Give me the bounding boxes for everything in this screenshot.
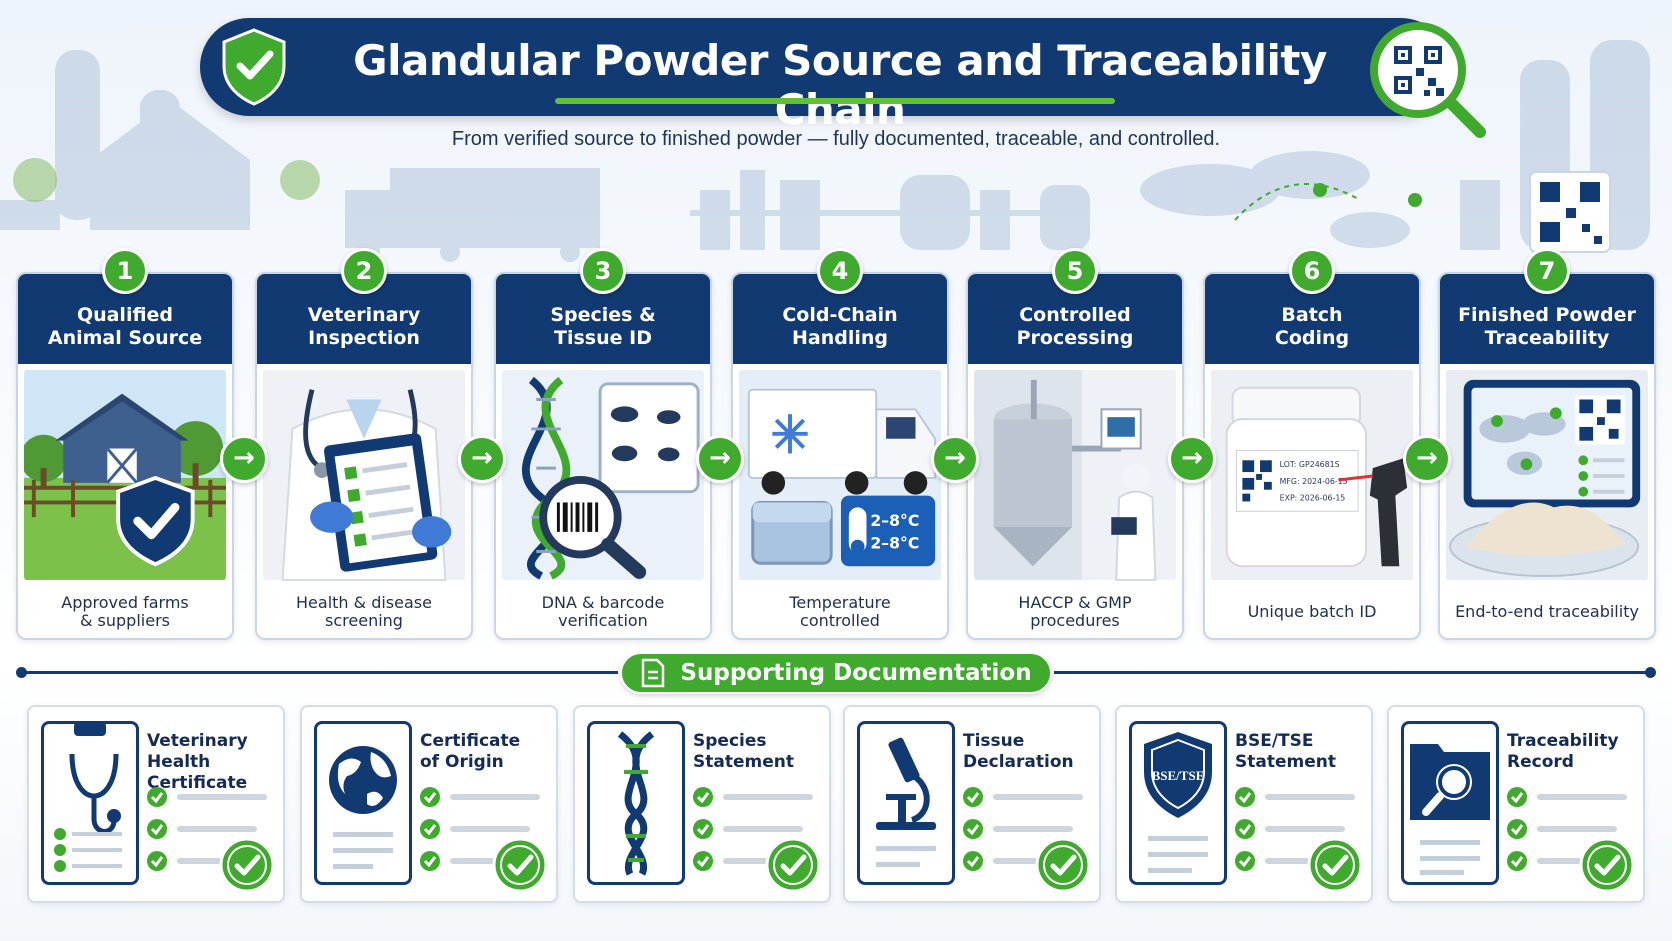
dna-icon [587,721,685,885]
title-underline [555,98,1115,104]
powder-tablet-map-image [1446,368,1648,582]
checklist [147,787,267,871]
step-caption: HACCP & GMP procedures [1018,593,1132,630]
documentation-heading: Supporting Documentation [680,660,1032,686]
background-scene [0,40,1650,262]
subtitle: From verified source to finished powder … [451,128,1221,150]
qr-magnifier-icon [1370,22,1486,138]
verified-badge-icon [492,837,548,893]
documentation-banner: Supporting Documentation [620,652,1052,694]
batch-lot-label: LOT: GP24681S [1280,460,1340,469]
step-card-species-tissue-id: 3 Species & Tissue ID DNA & barcode veri… [494,248,712,640]
divider-dot [16,667,27,678]
flow-arrow-icon: → [696,435,744,483]
batch-mfg-label: MFG: 2024-06-15 [1280,477,1348,486]
divider-line [1054,671,1650,674]
step-number: 2 [341,248,387,294]
shield-check-icon [222,28,286,106]
bse-tse-shield-label: BSE/TSE [1152,768,1205,783]
refrigerated-truck-image: 2–8°C 2–8°C [739,368,941,582]
verified-badge-icon [765,837,821,893]
step-card-veterinary-inspection: 2 Veterinary Inspection Health & disease… [255,248,473,640]
flow-arrow-icon: → [220,435,268,483]
step-number: 1 [102,248,148,294]
doc-card-veterinary-health-certificate: Veterinary Health Certificate [27,705,285,903]
dna-barcode-image [502,368,704,582]
doc-title: Tissue Declaration [963,731,1074,772]
processing-facility-image [974,368,1176,582]
flow-arrow-icon: → [1403,435,1451,483]
temperature-label: 2–8°C [870,511,919,530]
bse-tse-shield-icon: BSE/TSE [1129,721,1227,885]
veterinarian-clipboard-image [263,368,465,582]
doc-card-tissue-declaration: Tissue Declaration [843,705,1101,903]
step-card-finished-powder-traceability: 7 Finished Powder Traceability End-to-en… [1438,248,1656,640]
temperature-label: 2–8°C [870,534,919,553]
clipboard-stethoscope-icon [41,721,139,885]
step-card-qualified-animal-source: 1 Qualified Animal Source Approved farms… [16,248,234,640]
checklist [693,787,813,871]
folder-magnifier-icon [1401,721,1499,885]
step-caption: End-to-end traceability [1455,602,1639,621]
step-caption: Temperature controlled [789,593,891,630]
batch-exp-label: EXP: 2026-06-15 [1280,493,1346,502]
step-title: Cold-Chain Handling [782,304,898,349]
divider-dot [1645,667,1656,678]
step-title: Qualified Animal Source [47,304,203,349]
step-caption: DNA & barcode verification [541,593,665,630]
step-number: 4 [817,248,863,294]
batch-jar-scanner-image: LOT: GP24681S MFG: 2024-06-15 EXP: 2026-… [1211,368,1413,582]
verified-badge-icon [1035,837,1091,893]
flow-arrow-icon: → [1168,435,1216,483]
step-number: 5 [1052,248,1098,294]
doc-title: Species Statement [693,731,794,772]
flow-arrow-icon: → [931,435,979,483]
step-card-cold-chain-handling: 4 Cold-Chain Handling 2–8°C 2–8°C Temper… [731,248,949,640]
doc-card-certificate-of-origin: Certificate of Origin [300,705,558,903]
verified-badge-icon [219,837,275,893]
globe-icon [314,721,412,885]
step-title: Finished Powder Traceability [1458,304,1636,349]
step-caption: Unique batch ID [1247,602,1377,621]
doc-title: BSE/TSE Statement [1235,731,1336,772]
step-title: Veterinary Inspection [307,304,421,349]
doc-card-bse-tse-statement: BSE/TSE BSE/TSE Statement [1115,705,1373,903]
step-number: 7 [1524,248,1570,294]
step-card-batch-coding: 6 Batch Coding LOT: GP24681S MFG: 2024-0… [1203,248,1421,640]
step-caption: Approved farms & suppliers [61,593,189,630]
step-card-controlled-processing: 5 Controlled Processing HACCP & GMP proc… [966,248,1184,640]
step-caption: Health & disease screening [296,593,432,630]
step-number: 3 [580,248,626,294]
doc-card-traceability-record: Traceability Record [1387,705,1645,903]
document-icon [642,658,665,688]
step-title: Controlled Processing [1016,304,1134,349]
step-title: Species & Tissue ID [550,304,656,349]
microscope-icon [857,721,955,885]
step-title: Batch Coding [1274,304,1350,349]
doc-title: Veterinary Health Certificate [147,731,248,793]
doc-title: Certificate of Origin [420,731,521,772]
farm-shield-image [24,368,226,582]
divider-line [22,671,618,674]
step-number: 6 [1289,248,1335,294]
page-title: Glandular Powder Source and Traceability… [353,36,1327,134]
doc-title: Traceability Record [1507,731,1619,772]
doc-card-species-statement: Species Statement [573,705,831,903]
verified-badge-icon [1307,837,1363,893]
flow-arrow-icon: → [458,435,506,483]
verified-badge-icon [1579,837,1635,893]
